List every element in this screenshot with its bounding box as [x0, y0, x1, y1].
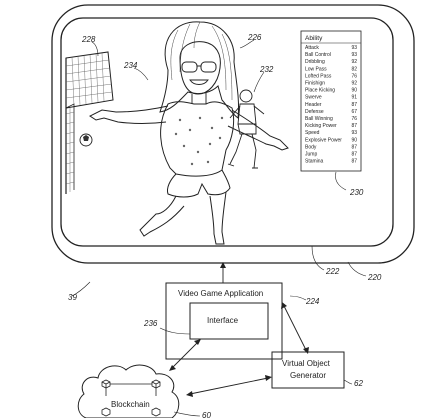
label-230: 230 — [349, 188, 364, 197]
label-220: 220 — [367, 273, 382, 282]
ability-row-value: 87 — [351, 102, 357, 108]
ability-row-value: 93 — [351, 52, 357, 58]
label-236: 236 — [143, 319, 158, 328]
ability-row-value: 76 — [351, 116, 357, 122]
ability-row-name: Low Pass — [305, 66, 327, 72]
ability-row-name: Dribbling — [305, 59, 325, 65]
label-234: 234 — [123, 61, 138, 70]
label-39: 39 — [68, 293, 77, 302]
label-222: 222 — [325, 267, 340, 276]
ability-row-name: Defense — [305, 109, 324, 115]
video-game-application-label: Video Game Application — [178, 289, 263, 298]
virtual-object-generator-label-2: Generator — [290, 371, 326, 380]
ability-row-value: 93 — [351, 130, 357, 136]
ability-row-value: 76 — [351, 73, 357, 79]
ability-row-value: 93 — [351, 45, 357, 51]
ability-row-name: Finishign — [305, 81, 325, 87]
ability-row-name: Speed — [305, 130, 320, 136]
ability-row-name: Attack — [305, 45, 319, 51]
ability-row-name: Ball Control — [305, 52, 331, 58]
ability-row-name: Explosive Power — [305, 137, 342, 143]
ability-row-value: 90 — [351, 137, 357, 143]
interface-box — [189, 302, 269, 340]
ability-row-name: Header — [305, 102, 322, 108]
ability-table-title: Ability — [305, 35, 323, 42]
ability-row-value: 92 — [351, 59, 357, 65]
ability-row-value: 87 — [351, 144, 357, 150]
ability-row-value: 87 — [351, 123, 357, 129]
ability-row-value: 90 — [351, 88, 357, 94]
ability-row-name: Body — [305, 144, 317, 150]
label-62: 62 — [354, 379, 363, 388]
ability-row-value: 87 — [351, 159, 357, 165]
ability-row-value: 87 — [351, 152, 357, 158]
ability-row-value: 92 — [351, 81, 357, 87]
blockchain-cubes — [101, 379, 161, 417]
arrow-to-display — [220, 262, 226, 268]
label-60: 60 — [202, 411, 211, 418]
ability-table-frame — [300, 30, 362, 172]
label-232: 232 — [259, 65, 274, 74]
video-game-application-box — [165, 282, 283, 360]
ability-row-value: 82 — [351, 66, 357, 72]
ability-row-value: 91 — [351, 95, 357, 101]
ability-row-name: Swerve — [305, 95, 322, 101]
label-228: 228 — [81, 35, 96, 44]
ability-row-value: 67 — [351, 109, 357, 115]
ability-row-name: Ball Winning — [305, 116, 333, 122]
ability-row-name: Place Kicking — [305, 88, 335, 94]
ability-row-name: Kicking Power — [305, 123, 337, 129]
virtual-object-generator-label-1: Virtual Object — [282, 359, 331, 368]
display-screen — [60, 17, 394, 247]
display-outer-frame — [51, 4, 415, 264]
blockchain-cloud — [77, 364, 180, 418]
goal-net — [65, 51, 114, 194]
avatar-character — [89, 21, 289, 245]
soccer-ball — [79, 133, 93, 147]
blockchain-label: Blockchain — [111, 400, 150, 409]
label-226: 226 — [247, 33, 262, 42]
background-player — [227, 89, 265, 169]
interface-label: Interface — [207, 316, 239, 325]
label-224: 224 — [305, 297, 320, 306]
ability-row-name: Jump — [305, 152, 317, 158]
ability-row-name: Stamina — [305, 159, 324, 165]
ability-row-name: Lofted Pass — [305, 73, 332, 79]
virtual-object-generator-box — [271, 351, 345, 389]
